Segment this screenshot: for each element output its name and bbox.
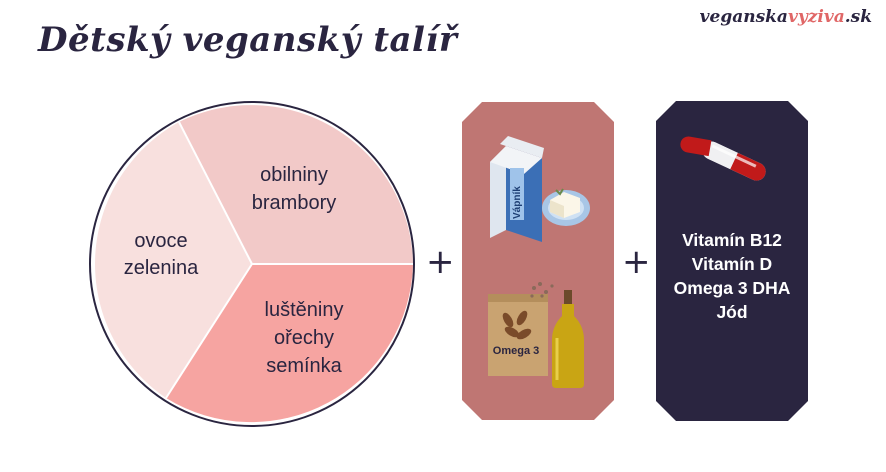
panel-background	[656, 101, 808, 421]
site-name-part2: vyziva	[787, 7, 845, 27]
milk-label: Vápník	[512, 186, 523, 219]
seed-bag-label: Omega 3	[493, 345, 539, 357]
segment-label-line: obilniny	[260, 164, 328, 186]
site-logo[interactable]: veganskavyziva.sk	[700, 7, 872, 27]
plate-rim	[89, 101, 415, 427]
site-name-part1: veganska	[699, 7, 788, 27]
site-name-part3: .sk	[844, 7, 872, 27]
segment-label-line: ovoce	[134, 230, 187, 252]
seed-bag-icon: Omega 3	[488, 294, 548, 376]
segment-grains	[179, 105, 413, 265]
vitamin-item: Omega 3 DHA	[673, 278, 791, 298]
plate-dividers	[165, 121, 413, 399]
vitamin-item: Jód	[716, 302, 748, 322]
capsule-icon	[680, 136, 712, 157]
milk-carton-icon: Vápník	[490, 136, 544, 242]
segment-label-line: brambory	[252, 192, 336, 214]
oil-bottle-icon	[552, 290, 584, 388]
tofu-icon	[542, 188, 590, 226]
segment-fruit-veg	[95, 122, 252, 398]
vitamin-item: Vitamín B12	[682, 230, 782, 250]
vitamin-item: Vitamín D	[691, 254, 773, 274]
vitamins-list: Vitamín B12 Vitamín D Omega 3 DHA Jód	[656, 228, 808, 324]
segment-label-line: zelenina	[124, 257, 199, 279]
vitamins-panel	[656, 101, 808, 421]
capsule-icon	[702, 141, 766, 181]
plus-sign: +	[426, 242, 455, 282]
supplements-panel: Vápník Omega 3	[462, 102, 614, 420]
plate-diagram: obilniny brambory ovoce zelenina luštěni…	[89, 101, 415, 427]
seeds-icon	[530, 282, 554, 298]
plus-sign: +	[622, 242, 651, 282]
segment-label-line: ořechy	[274, 327, 334, 349]
segment-label-line: luštěniny	[265, 299, 344, 321]
page-title: Dětský veganský talíř	[38, 20, 458, 60]
segment-label-line: semínka	[266, 355, 342, 377]
